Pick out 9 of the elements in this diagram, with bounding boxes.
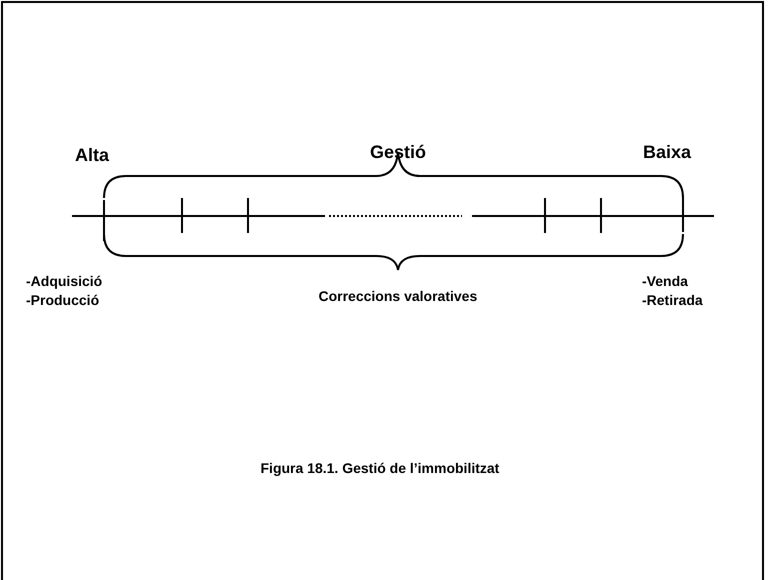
- stage-label: Gestió: [370, 142, 426, 163]
- stage-label: Baixa: [643, 142, 692, 163]
- stage-label: Alta: [75, 145, 110, 166]
- list-item: -Producció: [26, 292, 100, 308]
- list-item: -Adquisició: [26, 273, 102, 290]
- figure-caption: Figura 18.1. Gestió de l’immobilitzat: [260, 460, 500, 476]
- stage-note: Correccions valoratives: [318, 288, 478, 304]
- list-item: -Venda: [642, 273, 688, 290]
- list-item: -Retirada: [642, 292, 703, 308]
